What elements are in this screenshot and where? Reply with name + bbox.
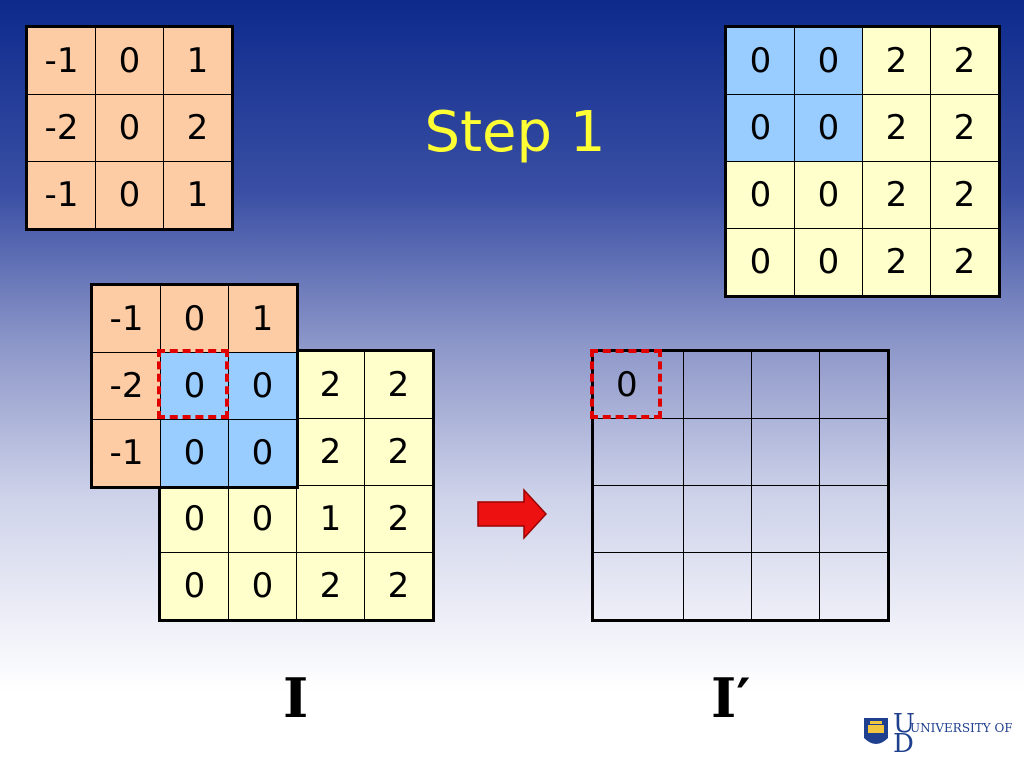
- kernel-cell: -1: [91, 419, 161, 488]
- input-cell: 2: [930, 228, 1000, 297]
- slide-title: Step 1: [424, 100, 606, 165]
- output-cell: [819, 350, 889, 419]
- input-cell: 2: [364, 485, 434, 553]
- kernel-cell: -1: [91, 284, 161, 353]
- university-logo: U D UNIVERSITY OF DELAWARE: [864, 709, 1012, 756]
- kernel-cell: 0: [228, 419, 298, 488]
- input-cell: 0: [228, 485, 297, 553]
- output-matrix: 0: [591, 349, 890, 622]
- input-cell: 2: [930, 94, 1000, 162]
- kernel-cell: 0: [160, 284, 229, 353]
- input-cell: 1: [296, 485, 365, 553]
- input-cell: 0: [725, 26, 795, 95]
- kernel-cell: 0: [95, 94, 164, 162]
- input-cell: 0: [725, 228, 795, 297]
- input-cell: 2: [364, 350, 434, 419]
- input-cell: 0: [794, 228, 863, 297]
- input-cell: 2: [862, 26, 931, 95]
- input-cell: 2: [862, 161, 931, 229]
- input-cell: 0: [228, 552, 297, 621]
- output-cell: [751, 418, 820, 486]
- input-cell: 2: [364, 418, 434, 486]
- input-cell: 0: [159, 552, 229, 621]
- input-cell: 0: [159, 485, 229, 553]
- input-cell: 2: [930, 26, 1000, 95]
- svg-text:D: D: [893, 729, 914, 756]
- kernel-cell: 0: [95, 161, 164, 230]
- output-cell: [819, 552, 889, 621]
- kernel-cell: 1: [163, 161, 233, 230]
- kernel-cell: 1: [228, 284, 298, 353]
- svg-text:U: U: [893, 709, 915, 739]
- kernel-cell: 0: [228, 352, 298, 420]
- output-cell: [683, 485, 752, 553]
- input-cell: 2: [296, 552, 365, 621]
- kernel-cell: 0: [160, 419, 229, 488]
- kernel-cell: -1: [26, 26, 96, 95]
- input-cell: 2: [862, 94, 931, 162]
- output-cell: [751, 552, 820, 621]
- input-label: I: [283, 666, 309, 730]
- output-cell: [592, 552, 684, 621]
- input-cell: 2: [296, 418, 365, 486]
- input-cell: 0: [794, 94, 863, 162]
- input-cell: 0: [725, 94, 795, 162]
- input-cell: 0: [794, 26, 863, 95]
- current-pixel-highlight: [157, 349, 229, 419]
- kernel-cell: -1: [26, 161, 96, 230]
- input-cell: 0: [725, 161, 795, 229]
- input-cell: 2: [930, 161, 1000, 229]
- input-cell: 0: [794, 161, 863, 229]
- output-cell: [592, 485, 684, 553]
- output-cell: [592, 418, 684, 486]
- input-cell: 2: [862, 228, 931, 297]
- output-cell: [683, 418, 752, 486]
- output-cell: [751, 485, 820, 553]
- output-cell: [751, 350, 820, 419]
- kernel-cell: 2: [163, 94, 233, 162]
- input-cell: 2: [364, 552, 434, 621]
- output-cell: [819, 418, 889, 486]
- output-cell: [683, 350, 752, 419]
- input-cell: 2: [296, 350, 365, 419]
- output-label: I′: [711, 666, 751, 730]
- output-cell: [819, 485, 889, 553]
- kernel-cell: 0: [160, 352, 229, 420]
- logo-text: UNIVERSITY OF DELAWARE: [910, 721, 1012, 735]
- arrow-right-icon: [477, 488, 548, 540]
- kernel-cell: -2: [91, 352, 161, 420]
- kernel-cell: -2: [26, 94, 96, 162]
- output-pixel-highlight: [590, 349, 662, 419]
- kernel-cell: 0: [95, 26, 164, 95]
- kernel-cell: 1: [163, 26, 233, 95]
- output-cell: [683, 552, 752, 621]
